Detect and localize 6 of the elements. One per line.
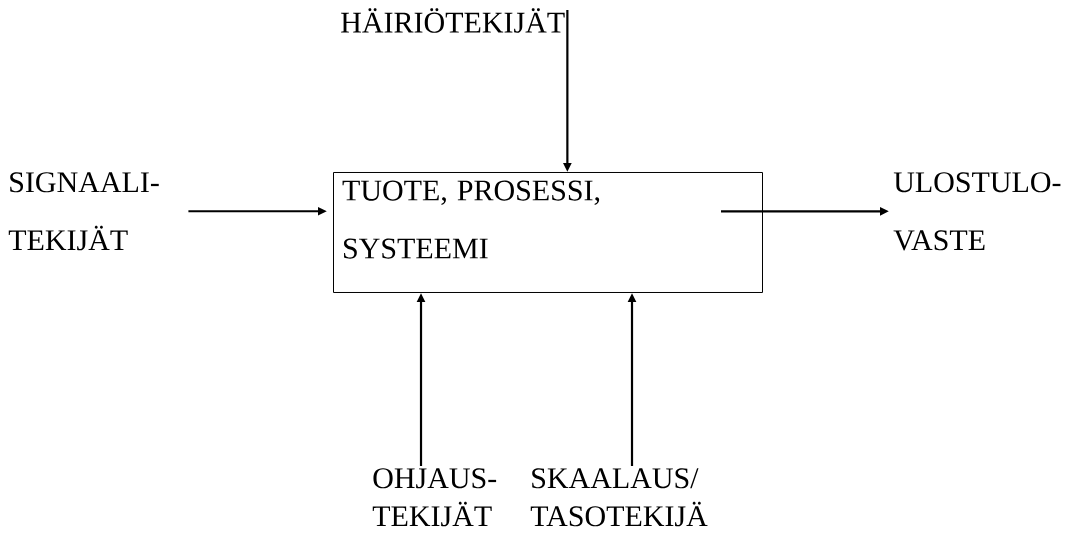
input-label: SKAALAUS/ TASOTEKIJÄ	[530, 468, 708, 527]
input-label: OHJAUS- TEKIJÄT	[372, 468, 497, 527]
process-box: TUOTE, PROSESSI, SYSTEEMI	[333, 172, 763, 293]
output-label: ULOSTULO- VASTE	[893, 172, 1061, 251]
input-label: SIGNAALI- TEKIJÄT	[8, 172, 159, 251]
factor-label: HÄIRIÖTEKIJÄT	[341, 8, 565, 33]
